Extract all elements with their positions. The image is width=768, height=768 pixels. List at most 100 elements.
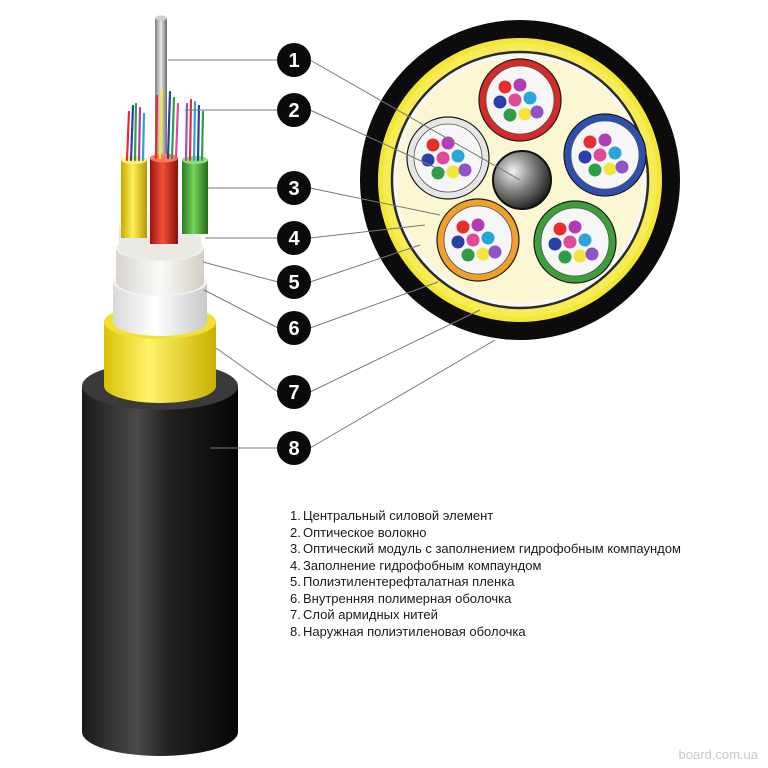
module-red-fiber-6 — [503, 108, 517, 122]
module-green-fiber-5 — [578, 233, 592, 247]
module-natural-fiber-5 — [451, 149, 465, 163]
leader-line-7-left — [215, 347, 279, 393]
callout-2: 2 — [277, 93, 311, 127]
module-orange-fiber-6 — [461, 248, 475, 262]
legend-item-1: 1.Центральный силовой элемент — [290, 508, 690, 525]
module-natural-fiber-1 — [426, 138, 440, 152]
legend-text-3: Оптический модуль с заполнением гидрофоб… — [303, 541, 681, 556]
module-orange-fiber-7 — [476, 247, 490, 261]
legend-list: 1.Центральный силовой элемент 2.Оптическ… — [290, 508, 690, 640]
svg-text:8: 8 — [288, 438, 299, 460]
module-red — [478, 58, 562, 142]
optical-fibers-bundle — [125, 88, 205, 162]
cable-3d-view — [82, 15, 238, 756]
svg-text:7: 7 — [288, 382, 299, 404]
module-green-fiber-2 — [568, 220, 582, 234]
module-red-fiber-8 — [530, 105, 544, 119]
module-orange-fiber-1 — [456, 220, 470, 234]
module-red-fiber-2 — [513, 78, 527, 92]
module-blue-fiber-5 — [608, 146, 622, 160]
module-natural-fiber-8 — [458, 163, 472, 177]
module-green-fiber-4 — [563, 235, 577, 249]
buffer-tube-green — [182, 156, 208, 234]
leader-line-5-right — [309, 244, 421, 283]
module-green-fiber-8 — [585, 247, 599, 261]
module-natural-fiber-4 — [436, 151, 450, 165]
callout-8: 8 — [277, 431, 311, 465]
module-red-fiber-5 — [523, 91, 537, 105]
module-green-fiber-7 — [573, 249, 587, 263]
module-blue-fiber-7 — [603, 162, 617, 176]
module-red-fiber-1 — [498, 80, 512, 94]
aramid-layer — [104, 322, 216, 403]
module-blue-fiber-6 — [588, 163, 602, 177]
legend-item-7: 7.Слой армидных нитей — [290, 607, 690, 624]
svg-text:6: 6 — [288, 318, 299, 340]
legend-text-1: Центральный силовой элемент — [303, 508, 494, 523]
callout-1: 1 — [277, 43, 311, 77]
module-blue-fiber-3 — [578, 150, 592, 164]
legend-text-5: Полиэтилентерефталатная пленка — [303, 574, 515, 589]
module-natural-fiber-2 — [441, 136, 455, 150]
module-natural-fiber-7 — [446, 165, 460, 179]
module-orange-fiber-8 — [488, 245, 502, 259]
legend-text-8: Наружная полиэтиленовая оболочка — [303, 623, 526, 639]
module-green — [533, 200, 617, 284]
module-blue-fiber-2 — [598, 133, 612, 147]
svg-text:1: 1 — [288, 50, 299, 72]
leader-line-3-right — [309, 187, 441, 216]
svg-text:2: 2 — [288, 100, 299, 122]
inner-sheath — [113, 282, 207, 336]
module-natural — [406, 116, 490, 200]
callout-7: 7 — [277, 375, 311, 409]
module-orange-fiber-3 — [451, 235, 465, 249]
callouts: 1 2 3 4 5 6 7 8 — [277, 43, 311, 465]
buffer-tube-yellow — [121, 156, 147, 238]
svg-text:5: 5 — [288, 272, 299, 294]
leader-line-1-right — [309, 59, 521, 181]
module-green-fiber-6 — [558, 250, 572, 264]
callout-5: 5 — [277, 265, 311, 299]
module-blue-fiber-8 — [615, 160, 629, 174]
callout-6: 6 — [277, 311, 311, 345]
legend-text-4: Заполнение гидрофобным компаундом — [303, 557, 542, 573]
module-green-fiber-1 — [553, 222, 567, 236]
legend-text-7: Слой армидных нитей — [303, 607, 438, 622]
legend-item-5: 5.Полиэтилентерефталатная пленка — [290, 574, 690, 591]
leader-line-6-right — [309, 281, 439, 329]
leader-line-7-right — [309, 309, 481, 393]
leader-line-5-left — [202, 261, 279, 283]
buffer-tube-red — [150, 153, 178, 244]
cross-section-view — [360, 20, 680, 340]
module-orange — [436, 198, 520, 282]
legend-text-6: Внутренняя полимерная оболочка — [303, 590, 512, 606]
legend-text-2: Оптическое волокно — [303, 524, 427, 540]
module-orange-fiber-4 — [466, 233, 480, 247]
pet-film — [116, 248, 204, 295]
svg-text:4: 4 — [288, 228, 300, 250]
cross-central-strength-member — [492, 150, 552, 210]
module-red-fiber-7 — [518, 107, 532, 121]
outer-sheath — [82, 386, 238, 756]
leader-line-6-left — [203, 289, 279, 329]
leader-line-8-right — [309, 339, 496, 449]
legend-item-3: 3.Оптический модуль с заполнением гидроф… — [290, 541, 690, 558]
central-strength-member-top — [155, 15, 167, 21]
module-green-fiber-3 — [548, 237, 562, 251]
cross-modules — [406, 58, 647, 284]
leader-lines — [168, 59, 521, 449]
callout-3: 3 — [277, 171, 311, 205]
module-orange-fiber-2 — [471, 218, 485, 232]
module-blue-fiber-1 — [583, 135, 597, 149]
legend-item-6: 6.Внутренняя полимерная оболочка — [290, 591, 690, 608]
legend-item-8: 8.Наружная полиэтиленовая оболочка — [290, 624, 690, 641]
leader-line-2-right — [309, 109, 446, 173]
legend-item-4: 4.Заполнение гидрофобным компаундом — [290, 558, 690, 575]
watermark: board.com.ua — [678, 747, 759, 762]
callout-4: 4 — [277, 221, 311, 255]
legend-item-2: 2.Оптическое волокно — [290, 525, 690, 542]
module-blue — [563, 113, 647, 197]
leader-line-4-right — [309, 224, 426, 239]
module-red-fiber-4 — [508, 93, 522, 107]
